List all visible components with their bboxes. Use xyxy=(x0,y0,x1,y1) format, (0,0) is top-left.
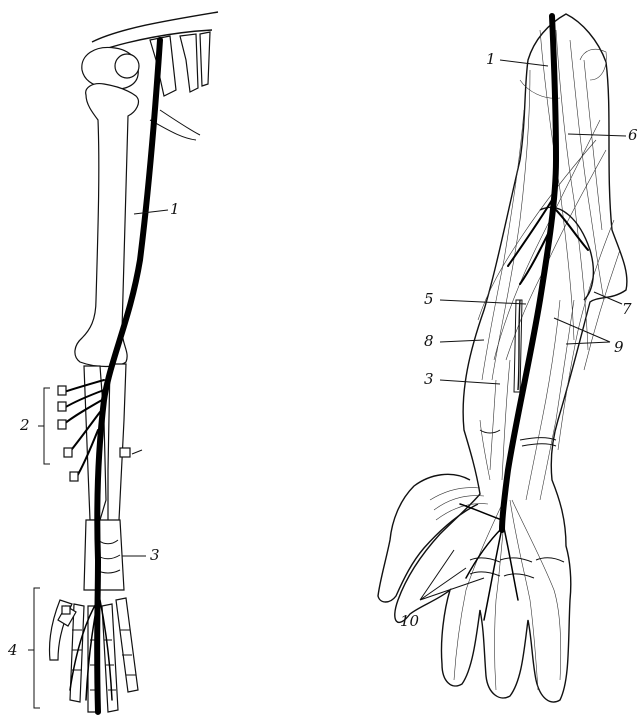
right-label-6: 6 xyxy=(628,126,638,144)
left-label-1: 1 xyxy=(170,200,180,218)
left-arm-skeleton xyxy=(28,12,218,712)
right-label-9: 9 xyxy=(614,338,624,356)
right-arm-muscles xyxy=(378,14,627,702)
right-label-7: 7 xyxy=(622,300,632,318)
right-label-3: 3 xyxy=(424,370,434,388)
left-label-2: 2 xyxy=(19,416,30,434)
muscle-fibers xyxy=(478,30,620,500)
forearm-outline xyxy=(395,14,627,702)
right-label-5: 5 xyxy=(424,290,434,308)
thumb xyxy=(378,474,478,602)
finger-bones xyxy=(49,598,138,712)
left-label-4: 4 xyxy=(7,641,18,659)
carpals xyxy=(84,520,124,590)
right-label-8: 8 xyxy=(424,332,434,350)
median-nerve-right xyxy=(502,16,556,530)
humerus xyxy=(75,84,139,367)
left-label-3: 3 xyxy=(150,546,160,564)
bracket-2 xyxy=(38,388,50,464)
right-label-10: 10 xyxy=(400,612,420,630)
bracket-4 xyxy=(28,588,40,708)
right-label-1: 1 xyxy=(486,50,496,68)
palm-tendons xyxy=(454,500,564,690)
